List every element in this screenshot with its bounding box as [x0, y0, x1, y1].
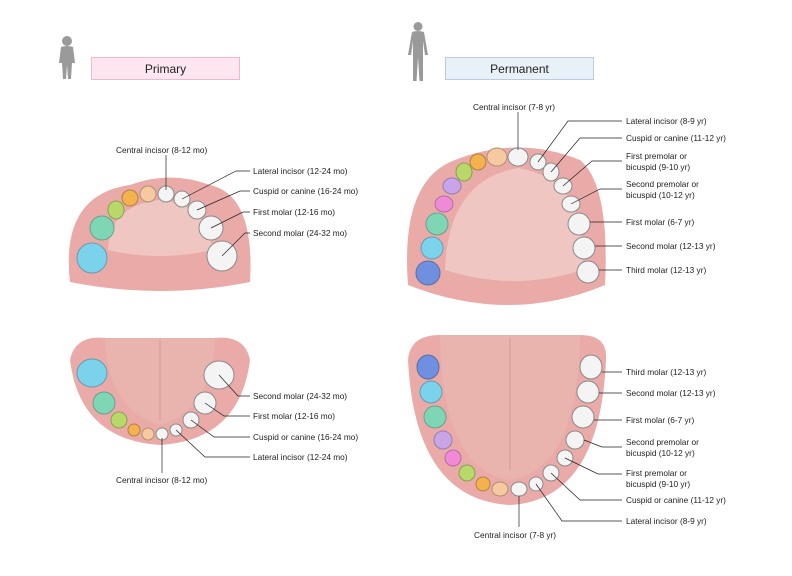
permanent-upper-third-molar-label: Third molar (12-13 yr)	[626, 265, 707, 275]
permanent-upper-central-incisor-label: Central incisor (7-8 yr)	[473, 102, 556, 112]
primary-upper-lateral-incisor-label: Lateral incisor (12-24 mo)	[253, 166, 348, 176]
primary-upper-teeth-left	[76, 185, 157, 274]
child-silhouette-icon	[59, 36, 75, 79]
permanent-upper-first-premolar-label: First premolar or	[626, 151, 687, 161]
primary-upper-central-incisor-label: Central incisor (8-12 mo)	[116, 145, 208, 155]
permanent-lower-teeth-left	[416, 354, 509, 497]
permanent-upper-first-premolar-label-2: bicuspid (9-10 yr)	[626, 162, 691, 172]
primary-lower-lateral-incisor-label: Lateral incisor (12-24 mo)	[253, 452, 348, 462]
permanent-lower-second-molar-label: Second molar (12-13 yr)	[626, 388, 716, 398]
permanent-lower-teeth-right	[510, 354, 603, 497]
permanent-upper-first-molar-label: First molar (6-7 yr)	[626, 217, 695, 227]
primary-lower-teeth-left	[76, 358, 155, 441]
permanent-lower-first-premolar-label: First premolar or	[626, 468, 687, 478]
primary-lower-teeth-right	[155, 360, 235, 441]
primary-lower-first-molar-label: First molar (12-16 mo)	[253, 411, 336, 421]
adult-silhouette-icon	[408, 22, 428, 81]
primary-upper-canine-label: Cuspid or canine (16-24 mo)	[253, 186, 359, 196]
permanent-lower-second-premolar-label-2: bicuspid (10-12 yr)	[626, 448, 695, 458]
permanent-lower-second-premolar-label: Second premolar or	[626, 437, 699, 447]
primary-upper-first-molar-label: First molar (12-16 mo)	[253, 207, 336, 217]
permanent-upper-teeth-left	[415, 147, 508, 286]
permanent-lower-first-molar-label: First molar (6-7 yr)	[626, 415, 695, 425]
permanent-lower-central-incisor-label: Central incisor (7-8 yr)	[474, 530, 557, 540]
permanent-header: Permanent	[445, 57, 594, 80]
permanent-upper-second-premolar-label: Second premolar or	[626, 179, 699, 189]
primary-lower-central-incisor-label: Central incisor (8-12 mo)	[116, 475, 208, 485]
permanent-upper-canine-label: Cuspid or canine (11-12 yr)	[626, 133, 726, 143]
permanent-lower-first-premolar-label-2: bicuspid (9-10 yr)	[626, 479, 691, 489]
primary-lower-second-molar-label: Second molar (24-32 mo)	[253, 391, 348, 401]
primary-upper-second-molar-label: Second molar (24-32 mo)	[253, 228, 348, 238]
primary-lower-canine-label: Cuspid or canine (16-24 mo)	[253, 432, 359, 442]
permanent-upper-teeth-right	[507, 147, 600, 284]
permanent-lower-third-molar-label: Third molar (12-13 yr)	[626, 367, 707, 377]
permanent-lower-canine-label: Cuspid or canine (11-12 yr)	[626, 495, 726, 505]
permanent-upper-second-molar-label: Second molar (12-13 yr)	[626, 241, 716, 251]
permanent-lower-lateral-incisor-label: Lateral incisor (8-9 yr)	[626, 516, 707, 526]
primary-upper-teeth-right	[157, 185, 238, 272]
permanent-upper-lateral-incisor-label: Lateral incisor (8-9 yr)	[626, 116, 707, 126]
permanent-upper-second-premolar-label-2: bicuspid (10-12 yr)	[626, 190, 695, 200]
primary-header: Primary	[91, 57, 240, 80]
